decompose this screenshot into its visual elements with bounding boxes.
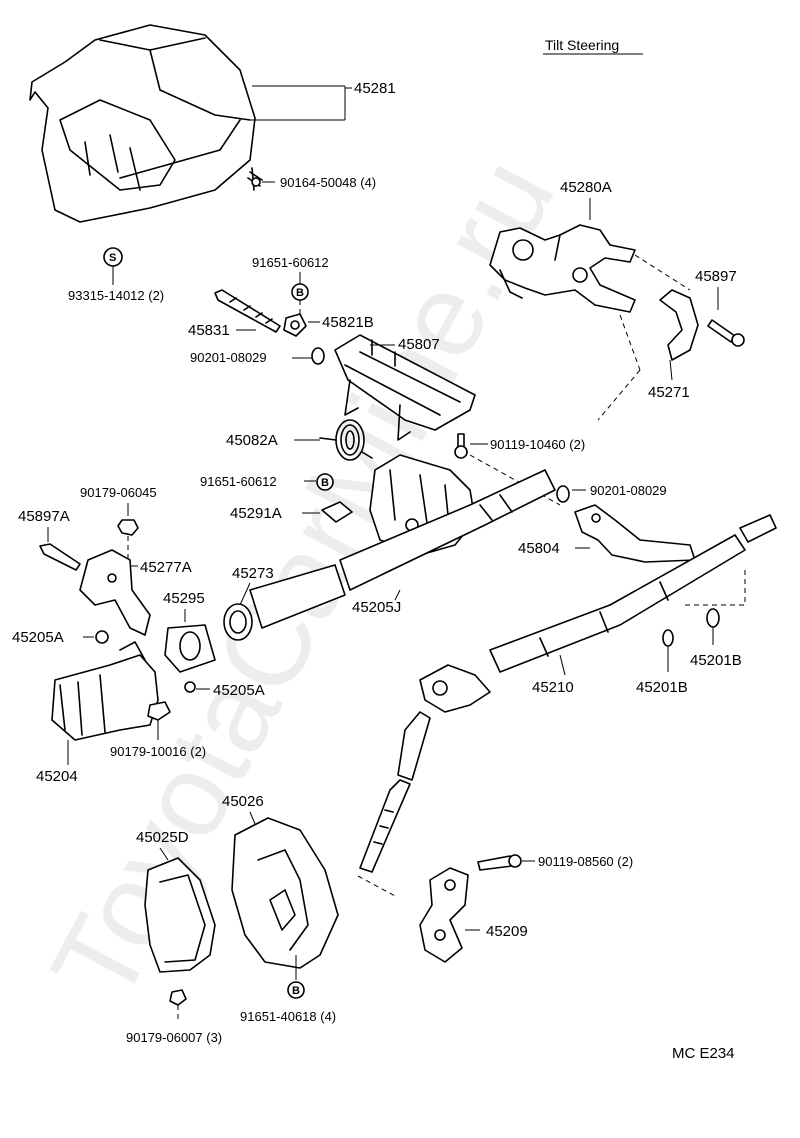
bolt-90119-08560 <box>477 854 522 871</box>
label-45897: 45897 <box>695 268 737 285</box>
label-90119-10460: 90119-10460 (2) <box>490 437 585 452</box>
label-45821B: 45821B <box>322 314 374 331</box>
label-45201B-2: 45201B <box>690 652 742 669</box>
label-45204: 45204 <box>36 768 78 785</box>
badge-b-icon-2 <box>316 473 334 491</box>
label-45804: 45804 <box>518 540 560 557</box>
label-45082A: 45082A <box>226 432 278 449</box>
bushing-45295 <box>164 624 216 673</box>
label-45201B-1: 45201B <box>636 679 688 696</box>
universal-joint-upper <box>419 664 491 713</box>
badge-b-text-3: B <box>292 985 300 997</box>
label-90201-top: 90201-08029 <box>190 350 267 365</box>
nut-45205A-2 <box>184 681 196 693</box>
boot-45026 <box>231 817 339 969</box>
ring-45201B-1 <box>662 629 674 647</box>
ring-45201B-2 <box>706 608 720 628</box>
intermediate-shaft <box>359 711 431 873</box>
label-45025D: 45025D <box>136 829 189 846</box>
label-45205J: 45205J <box>352 599 401 616</box>
label-90201-right: 90201-08029 <box>590 483 667 498</box>
nut-45821B <box>283 313 307 337</box>
bolt-45897A <box>39 543 81 571</box>
nut-45205A-1 <box>95 630 109 644</box>
spring-45082A <box>319 419 373 461</box>
label-45271: 45271 <box>648 384 690 401</box>
column-cover-part <box>29 24 256 223</box>
bracket-45804 <box>574 504 696 563</box>
label-45281: 45281 <box>354 80 396 97</box>
label-45205A-2: 45205A <box>213 682 265 699</box>
label-90179-06007: 90179-06007 (3) <box>126 1030 222 1045</box>
label-90179-06045: 90179-06045 <box>80 485 157 500</box>
label-93315: 93315-14012 (2) <box>68 288 164 303</box>
label-45026: 45026 <box>222 793 264 810</box>
screw-90164 <box>247 167 263 191</box>
badge-b-text-2: B <box>321 477 329 489</box>
bolt-45897 <box>707 319 745 347</box>
washer-90201-top <box>311 347 325 365</box>
badge-b-icon-3 <box>287 981 305 999</box>
cam-45271 <box>659 289 699 361</box>
bracket-45277A <box>79 549 151 636</box>
universal-joint-45209 <box>419 867 469 963</box>
cover-45025D <box>144 857 216 973</box>
diagram-title: Tilt Steering <box>545 37 619 53</box>
label-45277A: 45277A <box>140 559 192 576</box>
column-tube-45205J <box>339 469 556 591</box>
label-45273: 45273 <box>232 565 274 582</box>
bolt-45831 <box>214 289 281 333</box>
label-45210: 45210 <box>532 679 574 696</box>
badge-s-text: S <box>109 252 116 264</box>
label-45897A: 45897A <box>18 508 70 525</box>
footer-code: MC E234 <box>672 1045 735 1062</box>
clip-45291A <box>321 501 353 523</box>
label-90119-08560: 90119-08560 (2) <box>538 854 633 869</box>
nut-90179-06007 <box>169 989 187 1006</box>
label-90164: 90164-50048 (4) <box>280 175 376 190</box>
housing-45204 <box>51 641 159 741</box>
label-45295: 45295 <box>163 590 205 607</box>
nut-90179-06045 <box>117 519 139 536</box>
shaft-45210 <box>489 514 777 673</box>
label-91651-top: 91651-60612 <box>252 255 329 270</box>
label-45209: 45209 <box>486 923 528 940</box>
tilt-lever-45280A <box>489 224 636 313</box>
label-45291A: 45291A <box>230 505 282 522</box>
bolt-90119-10460 <box>454 433 468 459</box>
badge-b-text-1: B <box>296 287 304 299</box>
washer-90201-right <box>556 485 570 503</box>
collar-45273 <box>223 564 346 641</box>
label-45280A: 45280A <box>560 179 612 196</box>
label-45205A-1: 45205A <box>12 629 64 646</box>
label-45831: 45831 <box>188 322 230 339</box>
label-91651-40618: 91651-40618 (4) <box>240 1009 336 1024</box>
label-90179-10016: 90179-10016 (2) <box>110 744 206 759</box>
label-91651-mid: 91651-60612 <box>200 474 277 489</box>
nut-90179-10016 <box>147 701 171 721</box>
label-45807: 45807 <box>398 336 440 353</box>
